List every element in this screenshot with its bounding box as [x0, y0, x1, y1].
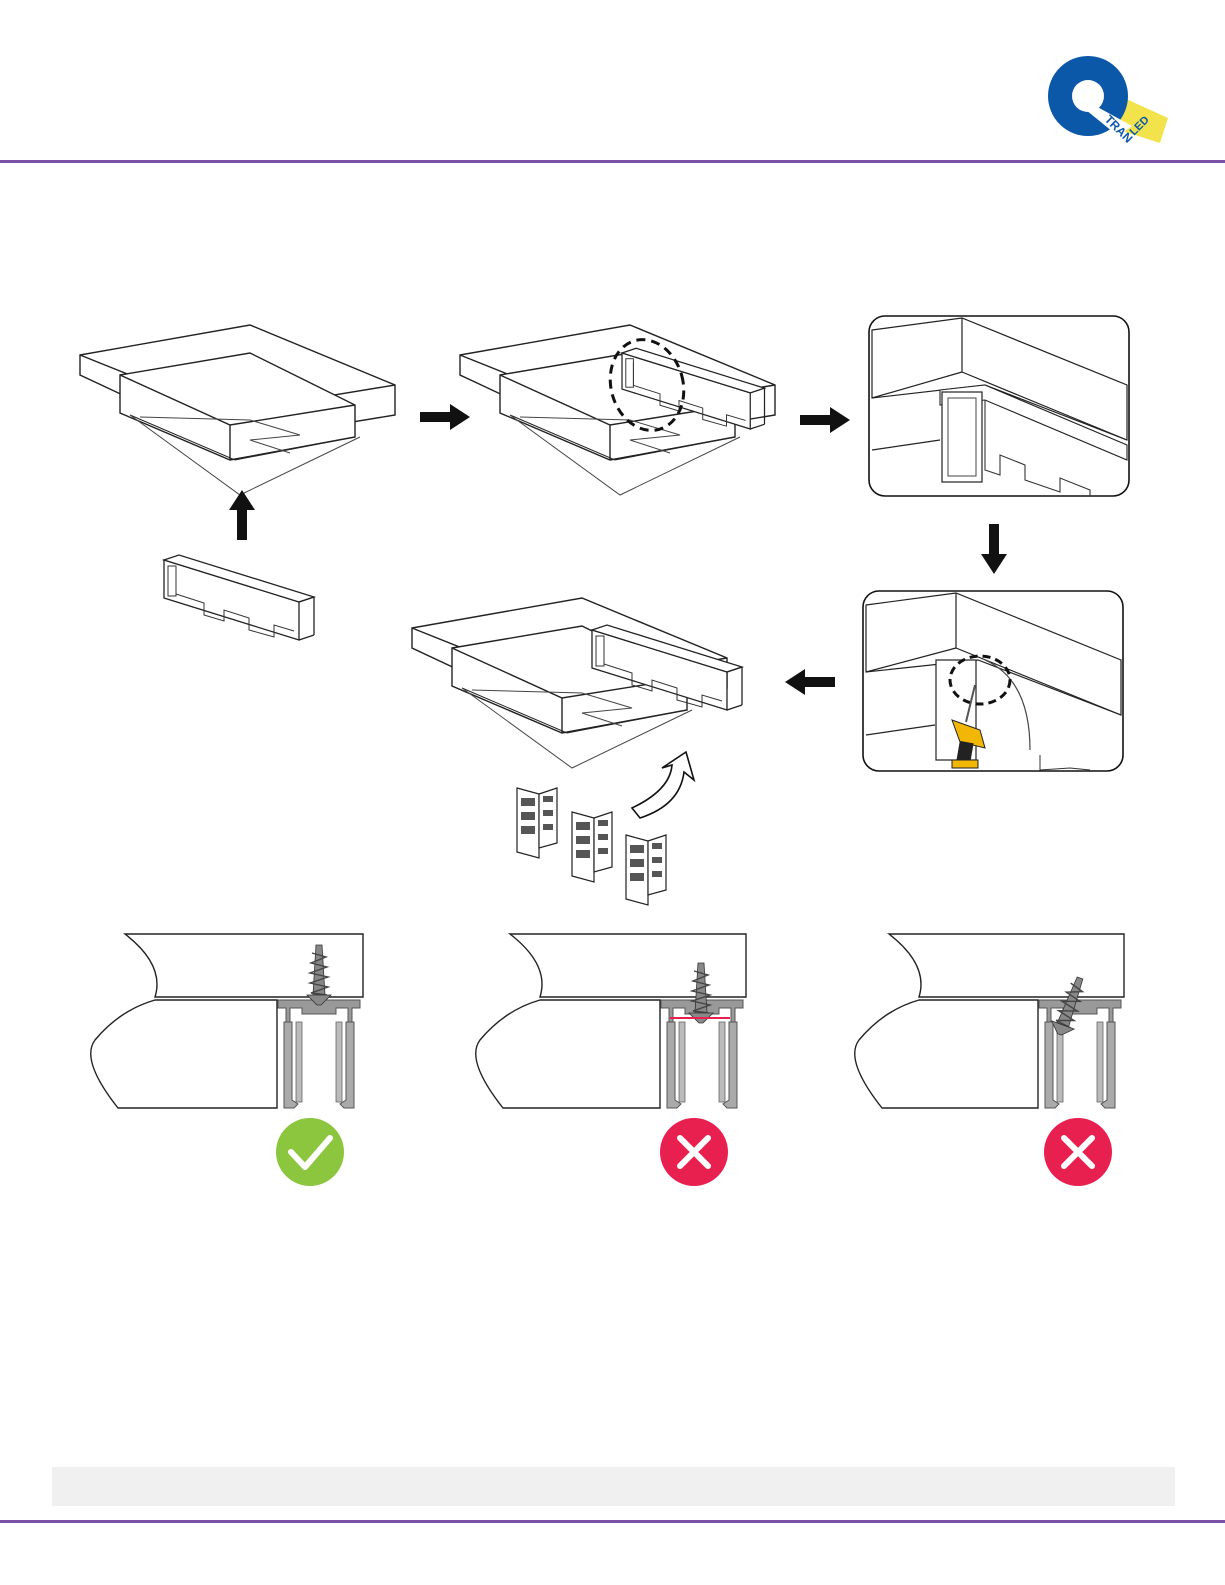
step-ceiling-plain: [80, 325, 395, 495]
step-drill-closeup: [863, 591, 1123, 771]
footer-bar: [52, 1467, 1175, 1506]
step-ceiling-with-channel: [460, 325, 775, 495]
x-icon: [1044, 1118, 1112, 1186]
footer-rule: [0, 1520, 1225, 1523]
example-correct: [91, 934, 363, 1186]
arrow-curved-up: [632, 752, 694, 818]
channel-part: [164, 555, 314, 640]
step-ceiling-with-clips: [412, 598, 742, 768]
arrow-up: [229, 490, 255, 540]
x-icon: [660, 1118, 728, 1186]
arrow-left: [785, 669, 835, 695]
check-icon: [276, 1118, 344, 1186]
arrow-down: [981, 524, 1007, 574]
example-incorrect-1: [476, 934, 746, 1186]
step-channel-closeup: [869, 316, 1129, 496]
arrow-right-1: [420, 404, 470, 430]
example-incorrect-2: [855, 934, 1124, 1186]
arrow-right-2: [800, 407, 850, 433]
